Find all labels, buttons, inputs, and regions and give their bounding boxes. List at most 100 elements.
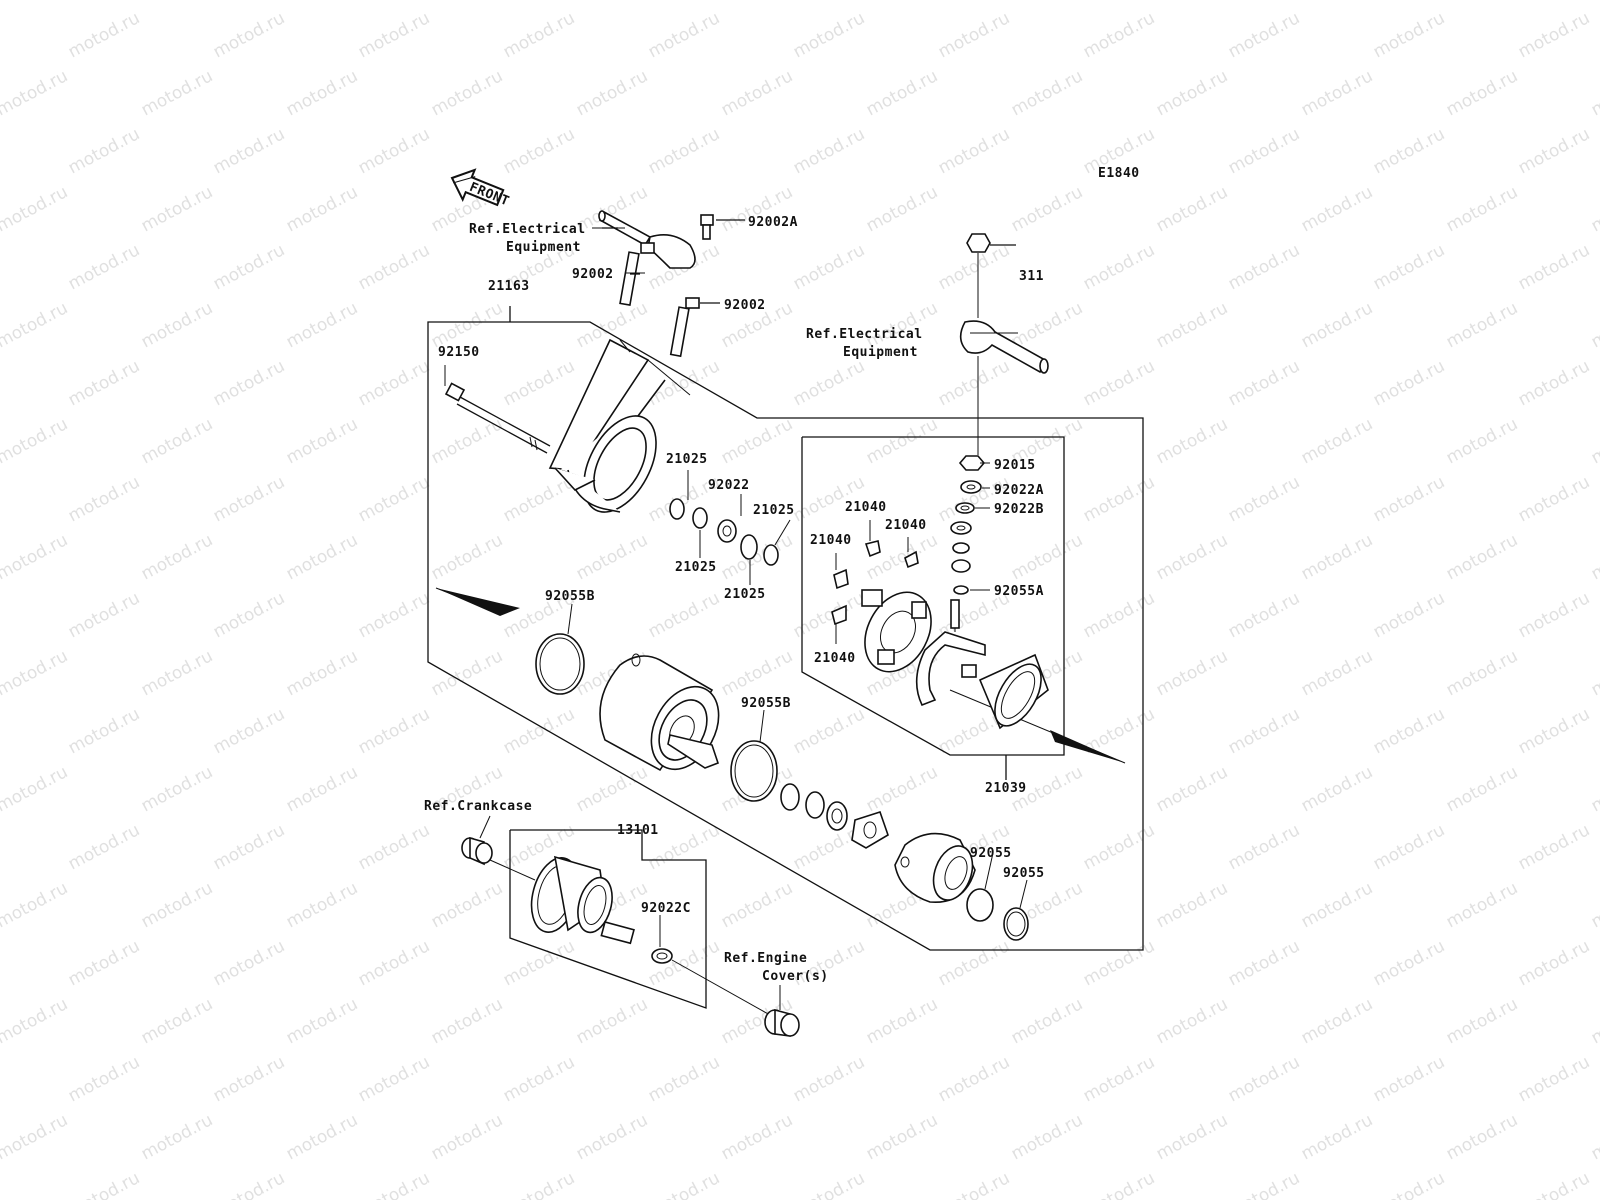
watermark-text: motod.ru (1225, 124, 1303, 178)
watermark-text: motod.ru (210, 936, 288, 990)
bushing-engine-cover-icon (764, 1008, 800, 1037)
watermark-text: motod.ru (210, 704, 288, 758)
part-label: 21040 (810, 533, 852, 548)
watermark-text: motod.ru (1298, 878, 1376, 932)
watermark-text: motod.ru (210, 124, 288, 178)
watermark-text: motod.ru (1370, 1168, 1448, 1200)
watermark-text: motod.ru (138, 646, 216, 700)
watermark-text: motod.ru (1588, 66, 1600, 120)
bolt-92002-b-icon (669, 297, 720, 358)
terminal-hardware-stack (950, 455, 986, 595)
watermark-text: motod.ru (428, 646, 506, 700)
watermark-text: motod.ru (428, 878, 506, 932)
watermark-text: motod.ru (863, 762, 941, 816)
guide-arrow-left (436, 588, 520, 616)
watermark-text: motod.ru (1443, 994, 1521, 1048)
watermark-text: motod.ru (1298, 182, 1376, 236)
watermark-text: motod.ru (500, 8, 578, 62)
watermark-text: motod.ru (1443, 1110, 1521, 1164)
watermark-text: motod.ru (573, 994, 651, 1048)
watermark-text: motod.ru (428, 530, 506, 584)
watermark-text: motod.ru (355, 8, 433, 62)
watermark-text: motod.ru (1588, 878, 1600, 932)
watermark-text: motod.ru (1443, 0, 1521, 4)
watermark-text: motod.ru (1008, 182, 1086, 236)
watermark-text: motod.ru (573, 530, 651, 584)
watermark-text: motod.ru (1370, 820, 1448, 874)
watermark-text: motod.ru (1588, 298, 1600, 352)
watermark-text: motod.ru (0, 0, 71, 4)
assembly-outline (427, 306, 1144, 951)
watermark-text: motod.ru (1225, 356, 1303, 410)
watermark-text: motod.ru (1298, 414, 1376, 468)
watermark-text: motod.ru (1080, 8, 1158, 62)
part-label: 21039 (985, 781, 1027, 796)
watermark-text: motod.ru (1443, 66, 1521, 120)
watermark-text: motod.ru (1443, 878, 1521, 932)
watermark-text: motod.ru (1298, 1110, 1376, 1164)
watermark-text: motod.ru (790, 124, 868, 178)
ref-engine-cover-line2: Cover(s) (762, 969, 829, 984)
watermark-text: motod.ru (1588, 1110, 1600, 1164)
watermark-text: motod.ru (138, 414, 216, 468)
part-label: 92015 (994, 458, 1036, 473)
watermark-text: motod.ru (355, 240, 433, 294)
watermark-text: motod.ru (645, 1052, 723, 1106)
leader-lines (444, 227, 1028, 1010)
watermark-text: motod.ru (1298, 994, 1376, 1048)
watermark-text: motod.ru (1515, 472, 1593, 526)
watermark-text: motod.ru (210, 588, 288, 642)
part-label: 21040 (885, 518, 927, 533)
watermark-text: motod.ru (1443, 530, 1521, 584)
o-ring-92055-b-icon (1003, 907, 1029, 941)
watermark-text: motod.ru (645, 8, 723, 62)
watermark-text: motod.ru (1370, 588, 1448, 642)
shaft-washers (780, 783, 889, 849)
watermark-text: motod.ru (863, 0, 941, 4)
watermark-text: motod.ru (1443, 298, 1521, 352)
watermark-text: motod.ru (210, 356, 288, 410)
starter-cable-top (598, 210, 696, 269)
watermark-text: motod.ru (1225, 704, 1303, 758)
watermark-text: motod.ru (283, 182, 361, 236)
watermark-text: motod.ru (1588, 0, 1600, 4)
watermark-text: motod.ru (1225, 240, 1303, 294)
watermark-text: motod.ru (1225, 820, 1303, 874)
watermark-text: motod.ru (283, 414, 361, 468)
watermark-text: motod.ru (138, 0, 216, 4)
watermark-text: motod.ru (1008, 298, 1086, 352)
ref-elec-top-line1: Ref.Electrical (469, 222, 586, 237)
watermark-text: motod.ru (0, 298, 71, 352)
watermark-text: motod.ru (645, 124, 723, 178)
watermark-text: motod.ru (935, 472, 1013, 526)
watermark-text: motod.ru (1080, 1052, 1158, 1106)
watermark-text: motod.ru (1515, 820, 1593, 874)
watermark-text: motod.ru (1080, 820, 1158, 874)
o-ring-92055B-b-icon (730, 740, 778, 802)
watermark-text: motod.ru (790, 240, 868, 294)
watermark-text: motod.ru (863, 414, 941, 468)
end-cover-bracket (548, 338, 691, 513)
watermark-text: motod.ru (65, 240, 143, 294)
watermark-text: motod.ru (138, 530, 216, 584)
part-label: 92022A (994, 483, 1044, 498)
terminal-nut-311-icon (966, 233, 1016, 318)
watermark-text: motod.ru (1515, 356, 1593, 410)
watermark-text: motod.ru (0, 414, 71, 468)
watermark-text: motod.ru (1225, 1052, 1303, 1106)
watermark-text: motod.ru (138, 66, 216, 120)
watermark-text: motod.ru (1080, 472, 1158, 526)
watermark-text: motod.ru (1008, 0, 1086, 4)
watermark-text: motod.ru (1080, 1168, 1158, 1200)
watermark-text: motod.ru (1515, 124, 1593, 178)
watermark-text: motod.ru (500, 936, 578, 990)
watermark-text: motod.ru (718, 1110, 796, 1164)
watermark-text: motod.ru (935, 124, 1013, 178)
watermark-text: motod.ru (355, 124, 433, 178)
watermark-text: motod.ru (1370, 8, 1448, 62)
watermark-text: motod.ru (283, 994, 361, 1048)
watermark-text: motod.ru (1298, 762, 1376, 816)
watermark-text: motod.ru (718, 646, 796, 700)
watermark-text: motod.ru (863, 1110, 941, 1164)
